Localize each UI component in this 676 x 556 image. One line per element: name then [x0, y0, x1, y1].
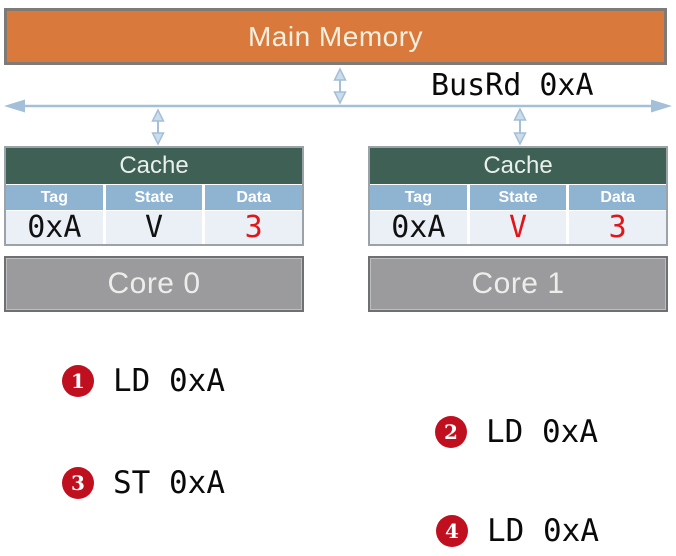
- core1-label: Core 1: [471, 267, 565, 300]
- cache1-bus-arrow-icon: [513, 107, 527, 146]
- cache0-tag-value: 0xA: [6, 211, 103, 244]
- cache0-title: Cache: [6, 148, 302, 184]
- core1-box: Core 1: [368, 256, 668, 312]
- cache1-column-headers: Tag State Data: [370, 185, 667, 210]
- cache1-title: Cache: [370, 148, 666, 184]
- cache1-entry-row: 0xA V 3: [370, 211, 667, 244]
- cache1-tag-value: 0xA: [370, 211, 467, 244]
- main-memory-label: Main Memory: [247, 20, 424, 52]
- core0-label: Core 0: [107, 267, 201, 300]
- cache1-data-value: 3: [569, 211, 667, 244]
- cache0-data-value: 3: [205, 211, 303, 244]
- cache1-data-header: Data: [569, 185, 667, 210]
- memory-bus-arrow-icon: [333, 67, 347, 105]
- bus-transaction-label: BusRd 0xA: [431, 68, 594, 103]
- cache1-box: Cache Tag State Data 0xA V 3: [368, 146, 668, 246]
- operation-row: 1 LD 0xA: [62, 365, 225, 397]
- op3-number-badge: 3: [62, 467, 94, 499]
- cache0-bus-arrow-icon: [151, 108, 165, 146]
- cache0-entry-row: 0xA V 3: [6, 211, 303, 244]
- core0-box: Core 0: [4, 256, 304, 312]
- cache0-tag-header: Tag: [6, 185, 103, 210]
- op2-label: LD 0xA: [486, 413, 598, 450]
- op4-label: LD 0xA: [487, 512, 599, 549]
- cache1-state-header: State: [469, 185, 567, 210]
- op2-number-badge: 2: [435, 416, 467, 448]
- cache1-state-value: V: [469, 211, 567, 244]
- op3-label: ST 0xA: [113, 464, 225, 501]
- operation-row: 3 ST 0xA: [62, 467, 225, 499]
- op1-label: LD 0xA: [113, 362, 225, 399]
- cache1-tag-header: Tag: [370, 185, 467, 210]
- op1-number-badge: 1: [62, 365, 94, 397]
- cache0-state-header: State: [105, 185, 203, 210]
- main-memory-box: Main Memory: [4, 8, 667, 65]
- op4-number-badge: 4: [436, 515, 468, 547]
- cache0-box: Cache Tag State Data 0xA V 3: [4, 146, 304, 246]
- operation-row: 2 LD 0xA: [435, 416, 598, 448]
- operation-row: 4 LD 0xA: [436, 515, 599, 547]
- cache0-column-headers: Tag State Data: [6, 185, 303, 210]
- cache0-state-value: V: [105, 211, 203, 244]
- cache0-data-header: Data: [205, 185, 303, 210]
